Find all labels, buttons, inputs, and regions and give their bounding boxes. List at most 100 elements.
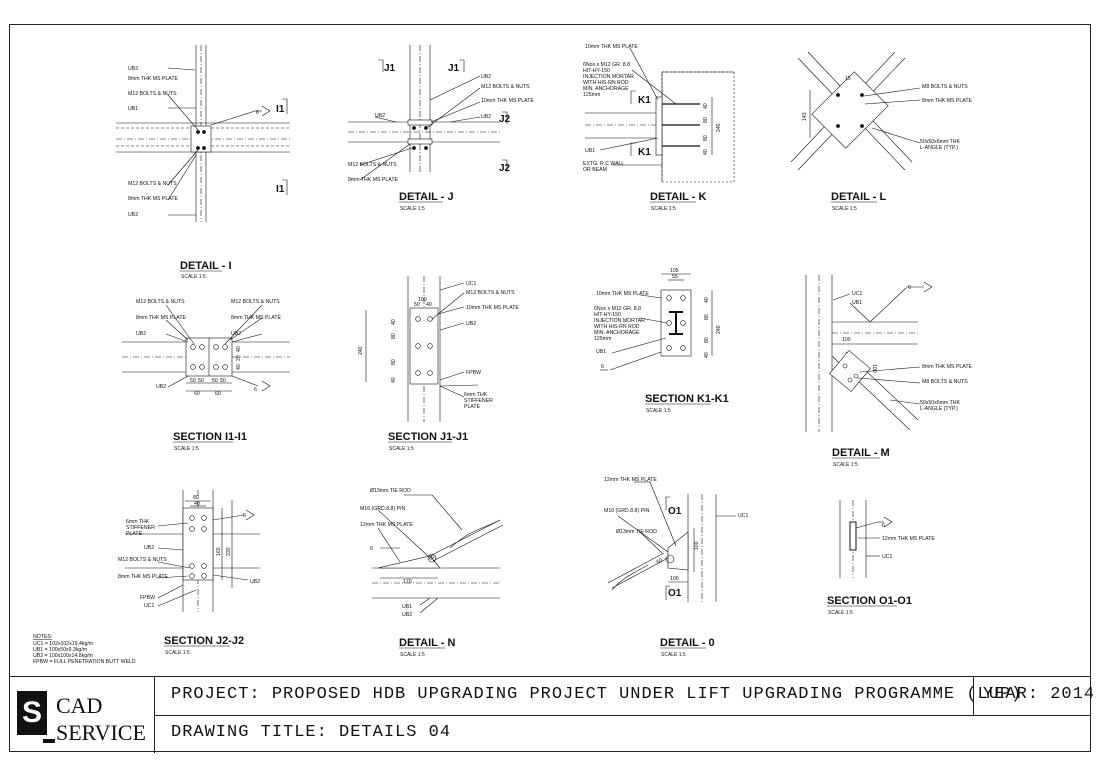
section-j1-dim-240: 240 [358,346,364,355]
logo-text-line2: SERVICE [56,720,146,745]
section-i1-bolts-right: M12 BOLTS & NUTS [231,299,280,305]
detail-k-dim-1: 40 [703,103,709,109]
section-i1-weld: 6 [254,387,257,393]
detail-k-marker-top: K1 [638,95,651,106]
section-j2: 80 40 160 220 6mm THK STIFFENER PLATE UB… [118,490,260,656]
detail-i: UB2 8mm THK MS PLATE M12 BOLTS & NUTS UB… [116,45,290,280]
section-k1-title: SECTION K1-K1 [645,393,729,405]
detail-j-ub2-left: UB2 [375,113,385,119]
section-i1-dim-d: 50 [220,378,226,384]
section-i1-dim-b: 50 [198,378,204,384]
detail-n-tie: Ø13mm TIE ROD [370,488,411,494]
detail-n-dim-170: 170 [403,579,412,585]
detail-j-marker-j1-left: J1 [384,63,396,74]
detail-n-pin: M16 (GRD.8.8) PIN [360,506,406,512]
section-k1-dim-240: 240 [716,325,722,334]
section-i1-dim-h: 20 [236,355,242,361]
section-i1-ub2-right: UB2 [231,331,241,337]
notes-line-1: UC1 = 102x102x19.4kg/m [33,641,93,647]
detail-o-tie: Ø13mm TIE ROD [616,529,657,535]
notes-line-3: UB2 = 100x100x14.8kg/m [33,653,93,659]
section-k1-dim-80b: 80 [704,337,710,343]
section-o1: 6 12mm THK MS PLATE UC1 SECTION O1-O1 SC… [827,500,935,616]
detail-o: 100 100 60 O1 O1 12mm THK MS PLATE M16 (… [604,477,748,658]
section-i1-ub2-bot: UB2 [156,384,166,390]
section-j1-plate: 10mm THK MS PLATE [466,305,519,311]
detail-m-bolts: M8 BOLTS & NUTS [922,379,968,385]
detail-o-marker-bot: O1 [668,588,682,599]
section-j1-title: SECTION J1-J1 [388,431,468,443]
logo-underscore [43,739,55,743]
detail-i-marker-bot: I1 [276,184,285,195]
section-i1-dim-g: 40 [236,346,242,352]
section-i1-dim-f: 60 [215,391,221,397]
detail-n-scale: SCALE 1:5 [400,652,425,658]
detail-k: 40 80 240 80 40 K1 K1 10mm THK MS PLATE … [583,44,735,212]
section-j1-dim-50: 50 [414,302,420,308]
detail-k-anchor-note: 6Nos x M12 GR. 8.8 HIT-HY-150 INJECTION … [583,62,634,98]
detail-i-plate-bot: 8mm THK MS PLATE [128,196,179,202]
detail-o-plate: 12mm THK MS PLATE [604,477,657,483]
section-i1-plate-right: 8mm THK MS PLATE [231,315,282,321]
drawing-border [9,24,1091,752]
section-j1-stiffener-note: 6mm THK STIFFENER PLATE [464,392,493,410]
section-j1-dim-100: 100 [418,297,427,303]
detail-i-ub1: UB1 [128,106,138,112]
section-j1-bolts: M12 BOLTS & NUTS [466,290,515,296]
detail-i-ub2-top: UB2 [128,66,138,72]
detail-j-plate10: 10mm THK MS PLATE [481,98,534,104]
section-o1-title: SECTION O1-O1 [827,595,912,607]
section-j2-bolts: M12 BOLTS & NUTS [118,557,167,563]
detail-o-title: DETAIL - 0 [660,637,715,649]
detail-m-plate: 8mm THK MS PLATE [922,364,973,370]
section-k1: 105 55 40 80 240 80 40 10mm THK MS PLATE… [594,268,729,414]
section-i1-dim-e: 60 [194,391,200,397]
section-o1-scale: SCALE 1:5 [828,610,853,616]
detail-n-plate: 12mm THK MS PLATE [360,522,413,528]
detail-l-angle-note: 50x50x6mm THK L-ANGLE (TYP.) [920,139,960,151]
section-j1-dim-40a: 40 [391,319,397,325]
detail-m: 100 100 UC1 UB1 8mm THK MS PLATE M8 BOLT… [805,275,973,468]
detail-o-dim-60: 60 [656,557,664,565]
detail-k-dim-5: 40 [703,149,709,155]
detail-j-ub2-right: UB2 [481,114,491,120]
drawing-title: DRAWING TITLE: DETAILS 04 [171,723,452,742]
section-k1-anchor-note: 6Nos x M12 GR. 8.8 HIT-HY-150 INJECTION … [594,306,645,342]
detail-j-plate8: 8mm THK MS PLATE [348,177,399,183]
detail-j-scale: SCALE 1:5 [400,206,425,212]
detail-j-bolts: M12 BOLTS & NUTS [481,84,530,90]
detail-l-bolts: M8 BOLTS & NUTS [922,84,968,90]
section-j2-dim-160: 160 [216,547,222,556]
section-j1: 240 40 80 80 40 100 50 40 UC1 M12 BOLTS … [358,276,519,452]
detail-l-title: DETAIL - L [831,191,886,203]
section-j2-stiffener-note: 6mm THK STIFFENER PLATE [126,519,155,537]
section-j2-fpbw: FPBW [140,595,155,601]
detail-i-title: DETAIL - I [180,260,232,272]
section-i1-bolts-left: M12 BOLTS & NUTS [136,299,185,305]
notes-block: NOTES: UC1 = 102x102x19.4kg/m UB1 = 100x… [33,634,136,665]
section-j1-scale: SCALE 1:5 [389,446,414,452]
title-block: S CAD SERVICE PROJECT: PROPOSED HDB UPGR… [9,676,1094,753]
detail-i-scale: SCALE 1:5 [181,274,206,280]
detail-j-title: DETAIL - J [399,191,454,203]
section-i1-ub2-left: UB2 [136,331,146,337]
section-j2-uc1: UC1 [144,603,154,609]
section-j2-plate: 8mm THK MS PLATE [118,574,169,580]
detail-m-title: DETAIL - M [832,447,890,459]
section-o1-uc1: UC1 [882,554,892,560]
section-k1-dim-80a: 80 [704,314,710,320]
detail-l-dim-15: 15 [845,76,851,82]
section-i1-dim-a: 50 [190,378,196,384]
detail-k-dim-4: 80 [703,135,709,141]
section-j1-dim-80a: 80 [391,333,397,339]
logo-mark: S [17,691,47,735]
section-k1-dim-105: 105 [670,268,679,274]
detail-j-marker-j2-top: J2 [499,114,511,125]
section-j1-dim-40b: 40 [391,377,397,383]
detail-k-ub1: UB1 [585,148,595,154]
section-j2-dim-220: 220 [226,547,232,556]
section-j2-dim-40: 40 [194,501,200,507]
title-block-divider-h [154,715,1091,716]
